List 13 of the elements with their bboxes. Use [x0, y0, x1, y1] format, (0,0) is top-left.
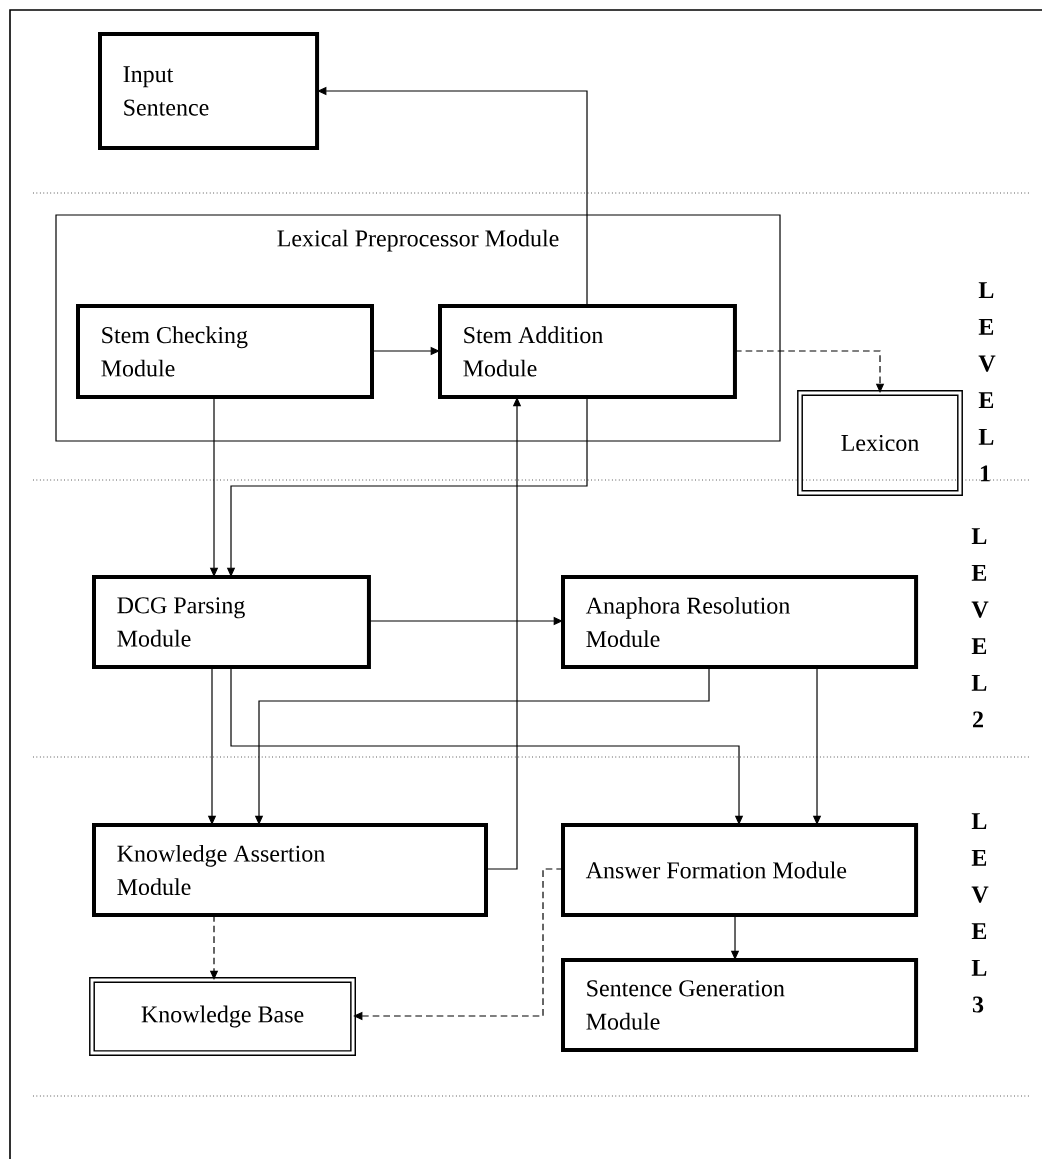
data-store-box: Lexicon	[797, 390, 963, 496]
level-label: L E V E L 2	[971, 528, 989, 728]
module-box: DCG Parsing Module	[92, 575, 371, 669]
module-box: Sentence Generation Module	[561, 958, 919, 1052]
level-label: L E V E L 3	[971, 813, 989, 1013]
module-box: Stem Checking Module	[76, 304, 374, 399]
module-box: Stem Addition Module	[438, 304, 737, 399]
module-box: Knowledge Assertion Module	[92, 823, 488, 917]
module-box: Anaphora Resolution Module	[561, 575, 919, 669]
data-store-box: Knowledge Base	[89, 977, 356, 1056]
module-box: Answer Formation Module	[561, 823, 919, 917]
module-box: Input Sentence	[98, 32, 320, 150]
arrow	[734, 350, 885, 393]
